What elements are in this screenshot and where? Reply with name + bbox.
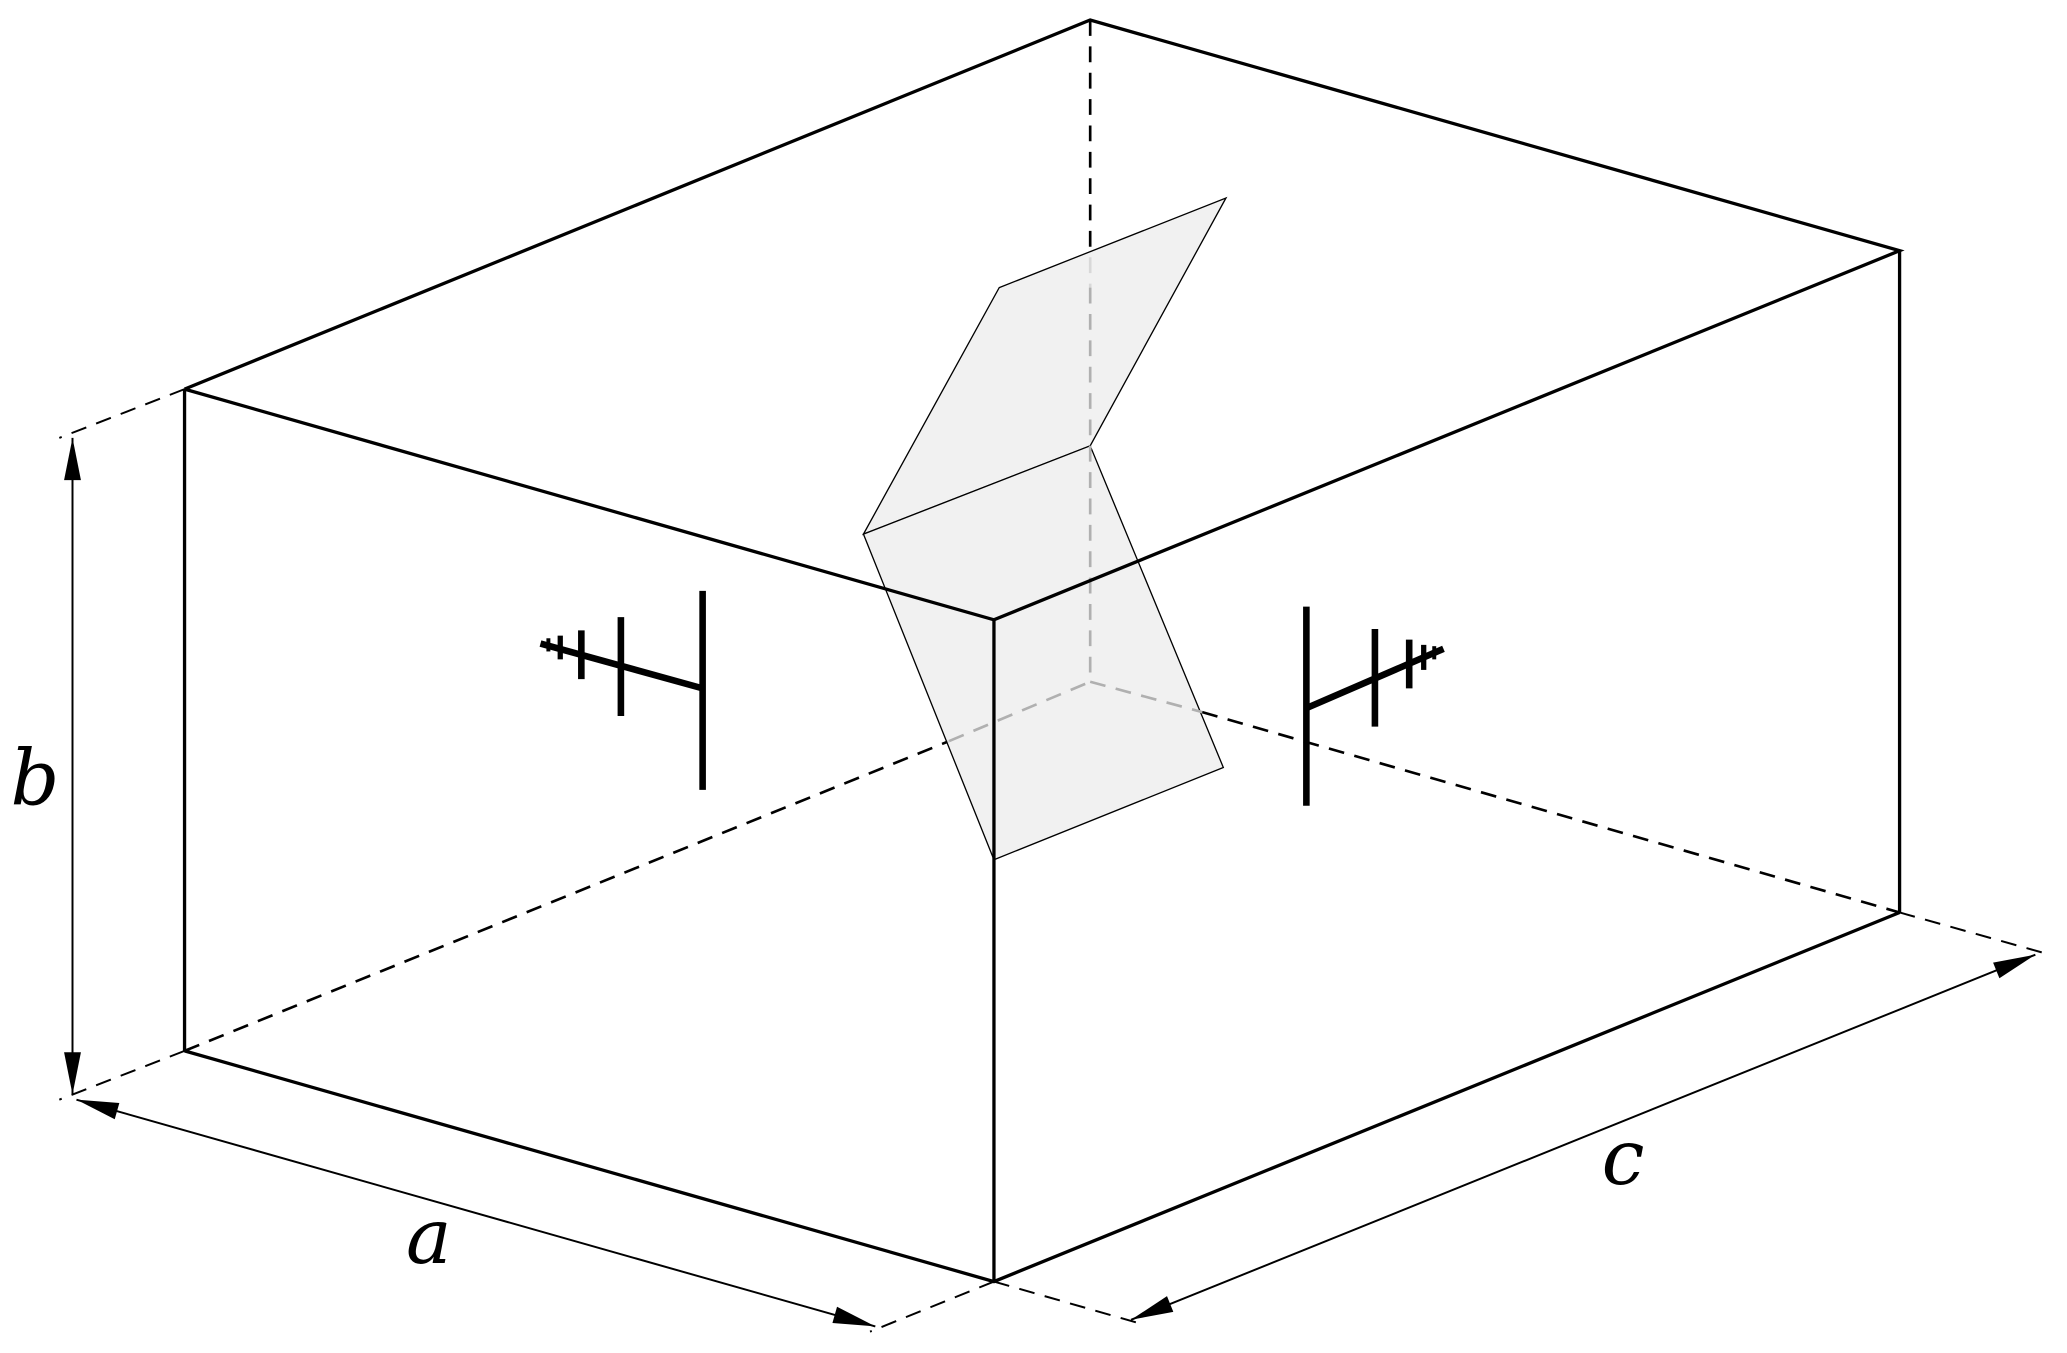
dimension-a-label: a bbox=[406, 1193, 452, 1282]
right-face-support-symbol bbox=[1303, 606, 1445, 806]
ext-front-right bbox=[993, 1280, 1137, 1324]
dimension-c-arrow bbox=[1130, 953, 2036, 1321]
ext-right bbox=[1899, 911, 2051, 956]
hidden-edges-behind-plane bbox=[948, 287, 1203, 743]
hidden-edges bbox=[184, 20, 1900, 1053]
hidden-bottom-right-inner bbox=[1089, 680, 1203, 714]
dimension-a-arrow bbox=[76, 1098, 876, 1328]
dimension-b-label: b bbox=[11, 734, 60, 823]
ext-top-left bbox=[58, 388, 185, 439]
inclined-plane bbox=[861, 196, 1228, 861]
hidden-bottom-edge-right bbox=[1201, 710, 1900, 914]
dimension-arrows bbox=[64, 437, 2036, 1328]
dimension-c-label: c bbox=[1602, 1114, 1645, 1203]
hidden-bottom-edge-left bbox=[184, 739, 950, 1053]
ext-bottom-left bbox=[58, 1049, 185, 1101]
plane-lower-face bbox=[862, 444, 1225, 861]
ext-front-left bbox=[869, 1280, 995, 1333]
left-face-support-symbol bbox=[539, 590, 706, 790]
